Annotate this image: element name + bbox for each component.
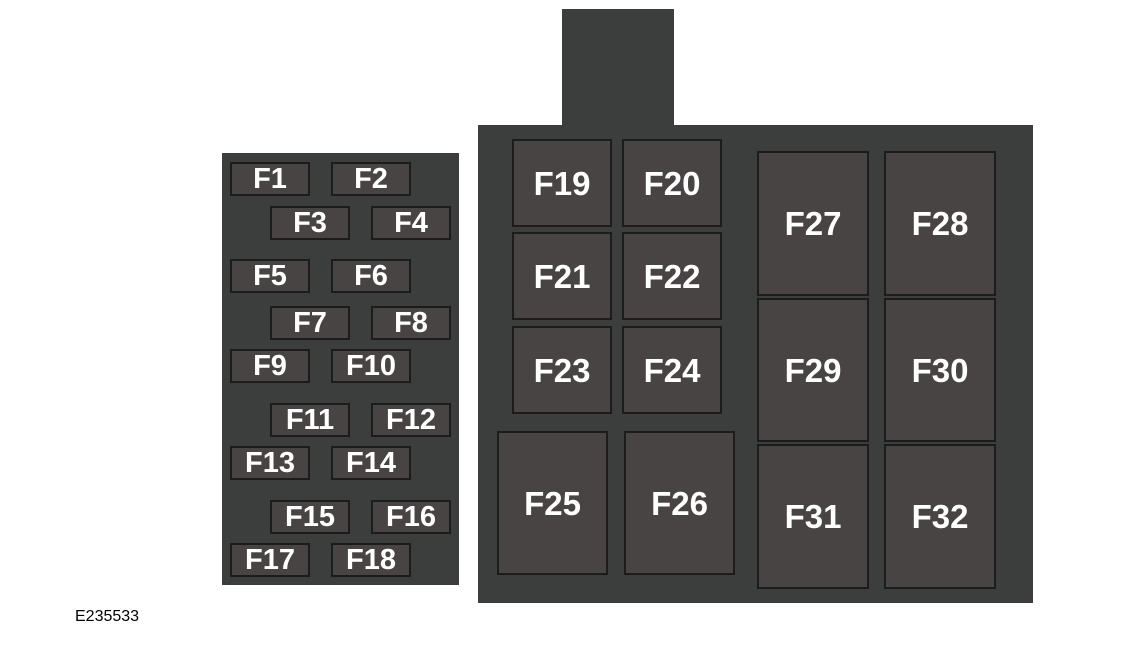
fuse-f10[interactable]: F10 [331, 349, 411, 383]
fuse-f25[interactable]: F25 [497, 431, 608, 575]
fuse-f15[interactable]: F15 [270, 500, 350, 534]
fuse-f1[interactable]: F1 [230, 162, 310, 196]
fuse-f16[interactable]: F16 [371, 500, 451, 534]
fuse-f7[interactable]: F7 [270, 306, 350, 340]
fuse-f4[interactable]: F4 [371, 206, 451, 240]
panel-connector-tab [562, 9, 674, 126]
fuse-f18[interactable]: F18 [331, 543, 411, 577]
fuse-f21[interactable]: F21 [512, 232, 612, 320]
fuse-f22[interactable]: F22 [622, 232, 722, 320]
fuse-f11[interactable]: F11 [270, 403, 350, 437]
fuse-f23[interactable]: F23 [512, 326, 612, 414]
fuse-f13[interactable]: F13 [230, 446, 310, 480]
fuse-f9[interactable]: F9 [230, 349, 310, 383]
fuse-f8[interactable]: F8 [371, 306, 451, 340]
fuse-f32[interactable]: F32 [884, 444, 996, 589]
fuse-f29[interactable]: F29 [757, 298, 869, 442]
fuse-f5[interactable]: F5 [230, 259, 310, 293]
fuse-f26[interactable]: F26 [624, 431, 735, 575]
fuse-f3[interactable]: F3 [270, 206, 350, 240]
fuse-f31[interactable]: F31 [757, 444, 869, 589]
fuse-f14[interactable]: F14 [331, 446, 411, 480]
fuse-f24[interactable]: F24 [622, 326, 722, 414]
fuse-f2[interactable]: F2 [331, 162, 411, 196]
fuse-f12[interactable]: F12 [371, 403, 451, 437]
fuse-f28[interactable]: F28 [884, 151, 996, 296]
fuse-f19[interactable]: F19 [512, 139, 612, 227]
fuse-f20[interactable]: F20 [622, 139, 722, 227]
fuse-f17[interactable]: F17 [230, 543, 310, 577]
fuse-f27[interactable]: F27 [757, 151, 869, 296]
fuse-f30[interactable]: F30 [884, 298, 996, 442]
fuse-f6[interactable]: F6 [331, 259, 411, 293]
figure-code: E235533 [75, 608, 140, 625]
